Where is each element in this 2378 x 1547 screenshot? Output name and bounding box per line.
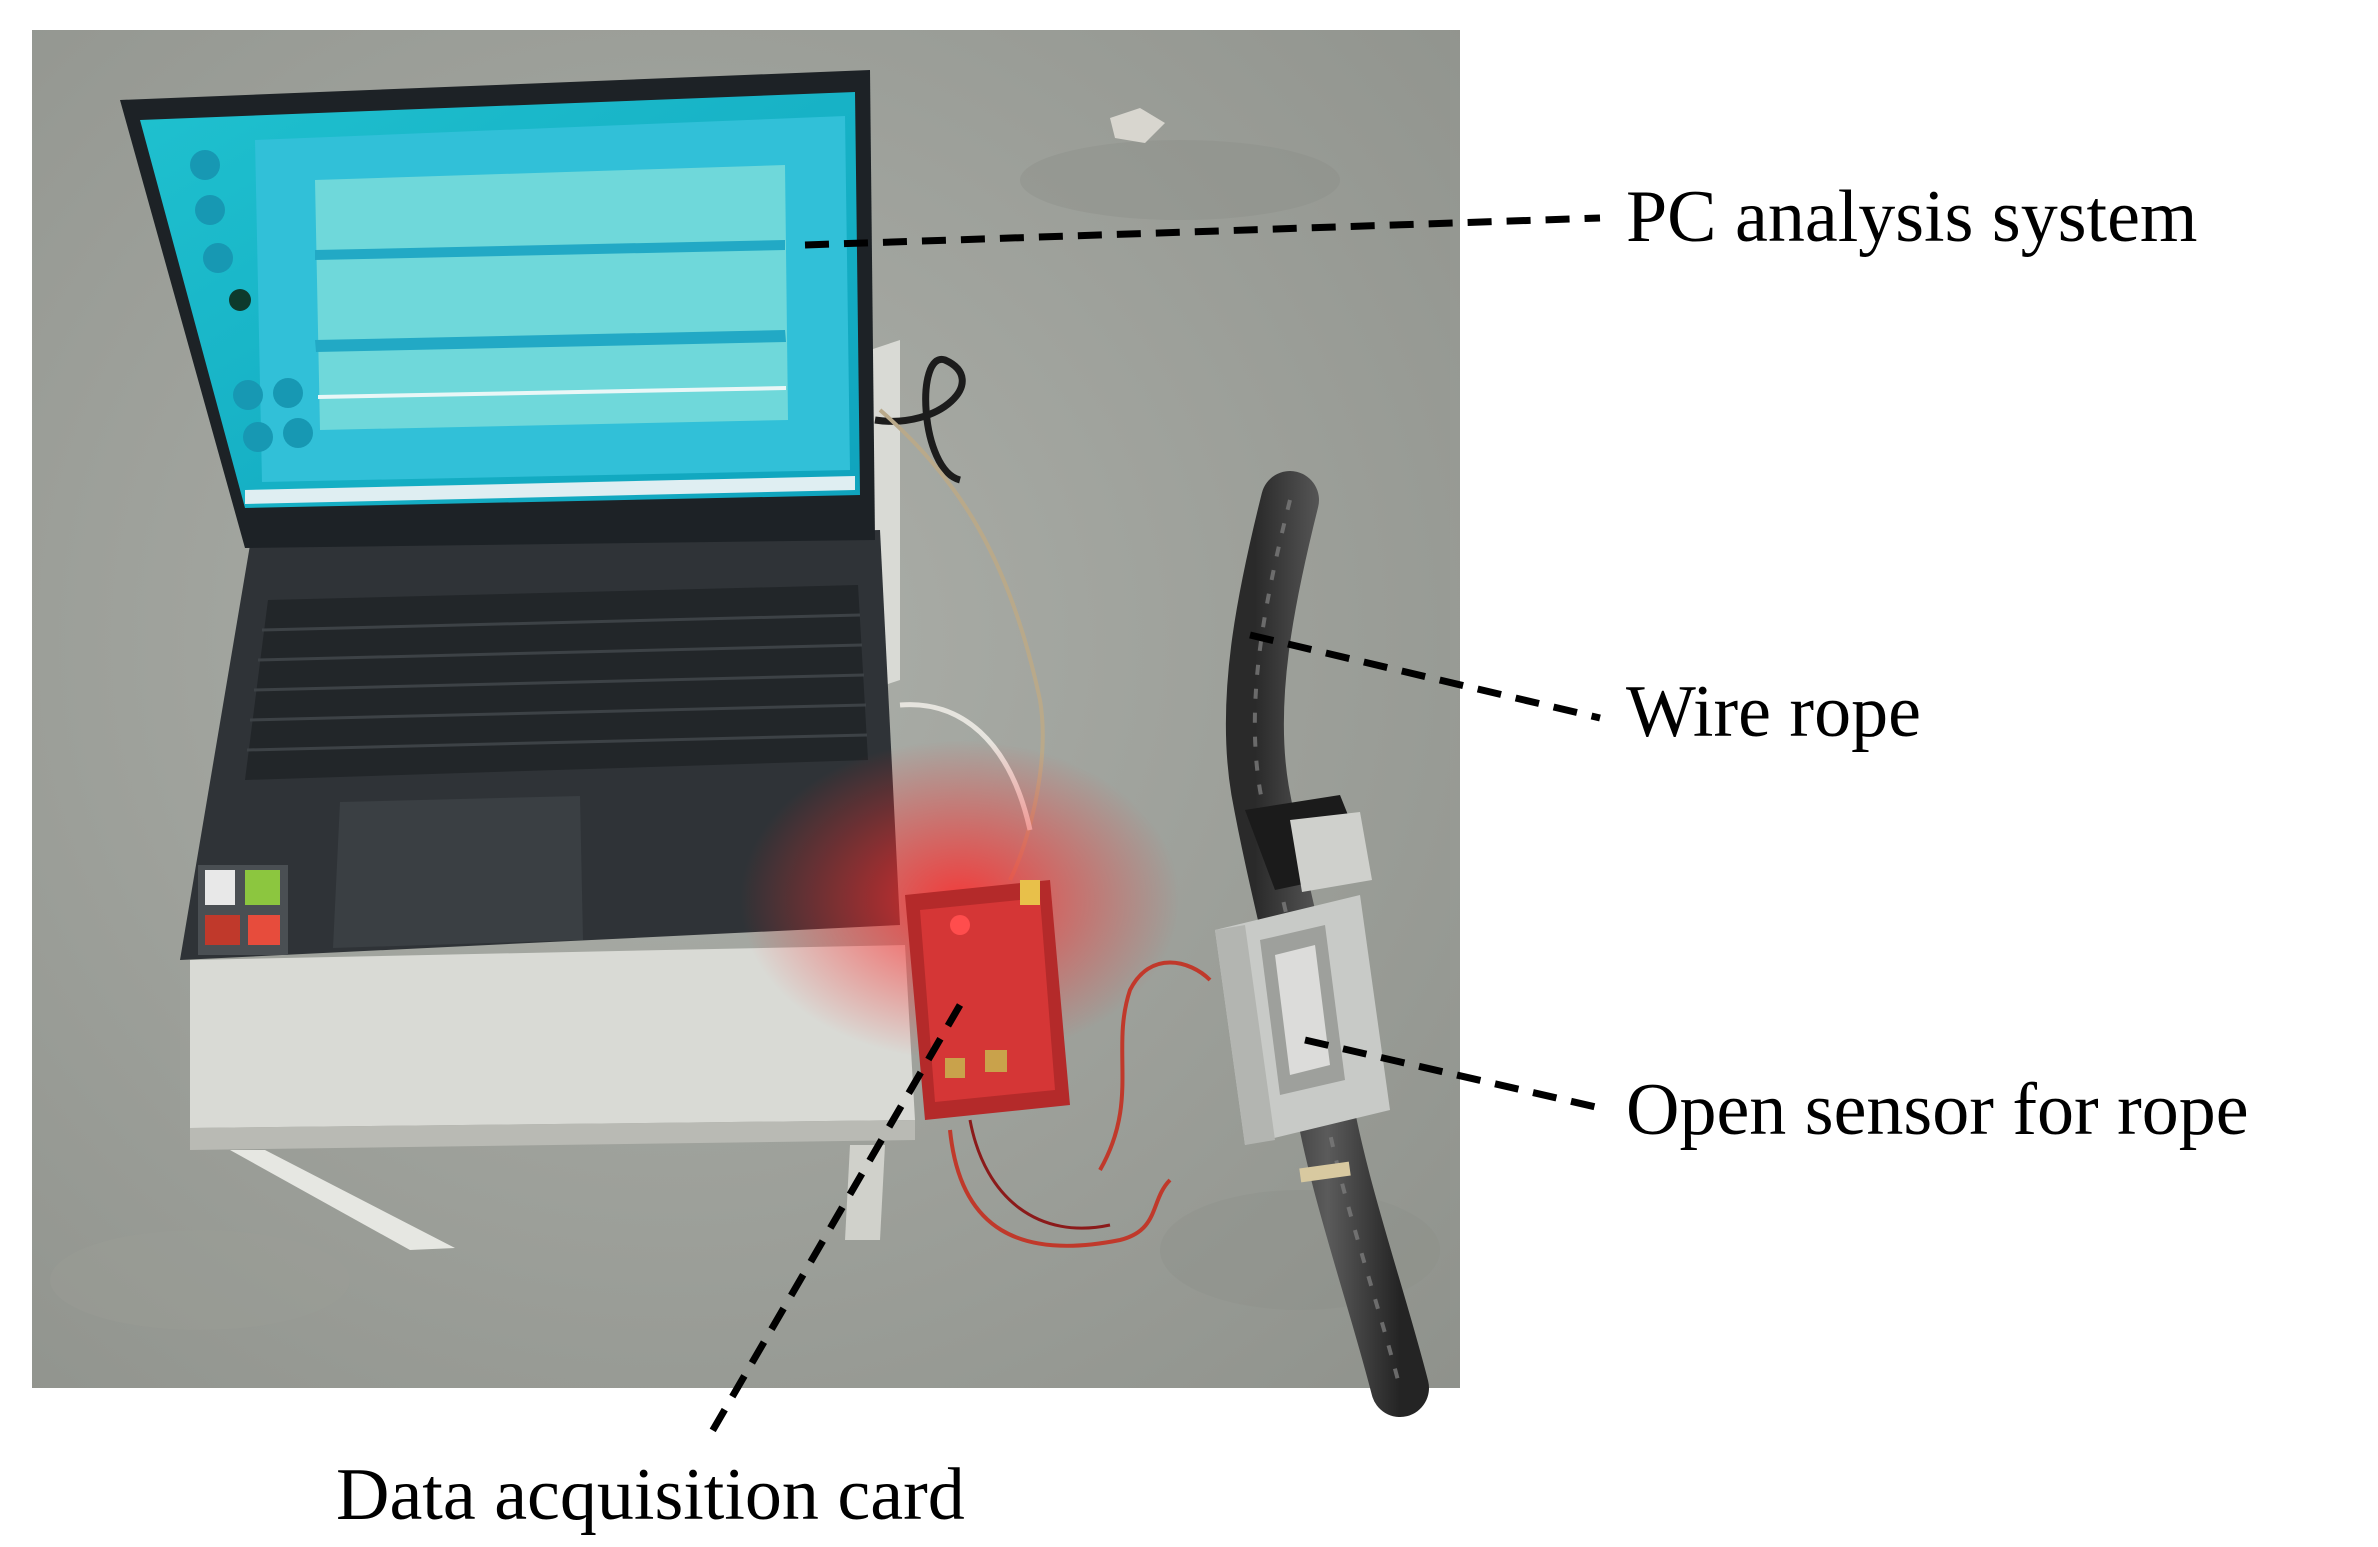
floor-stain [1020, 140, 1340, 220]
floor-stain [50, 1230, 350, 1330]
wire-rope-label: Wire rope [1626, 671, 1921, 753]
callout-line-sensor [1304, 1036, 1601, 1112]
data-acquisition-card-label: Data acquisition card [336, 1454, 965, 1536]
table [190, 340, 915, 1250]
floor-debris [1110, 108, 1165, 143]
pc-analysis-system-label: PC analysis system [1626, 176, 2198, 258]
callout-line-daq [706, 1003, 964, 1437]
open-sensor [1215, 795, 1390, 1145]
callout-line-pc [804, 214, 1601, 249]
photo [32, 30, 1460, 1417]
callout-line-rope [1249, 631, 1601, 722]
callout-lines [706, 214, 1601, 1437]
open-sensor-label: Open sensor for rope [1626, 1069, 2249, 1151]
touchpad [333, 796, 583, 948]
screen-plot-panel [315, 165, 788, 430]
laptop [120, 70, 900, 960]
data-acquisition-card [740, 740, 1180, 1120]
